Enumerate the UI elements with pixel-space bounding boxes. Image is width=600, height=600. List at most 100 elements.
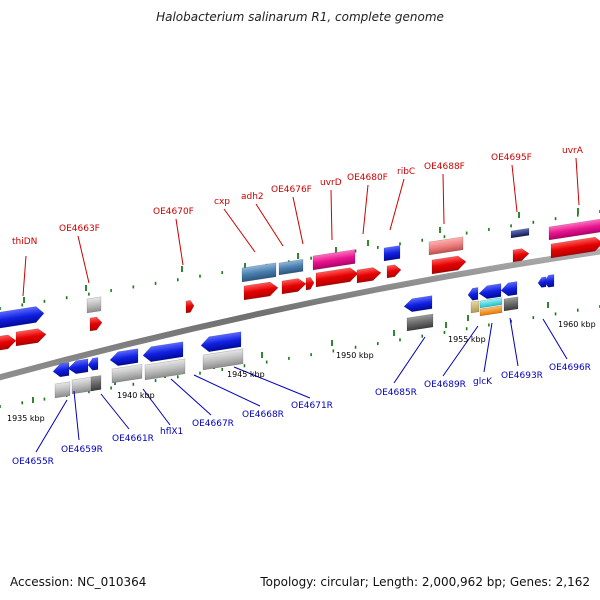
gene-arrow: [243, 281, 279, 301]
gene-arrow: [67, 358, 89, 375]
label-leader-line: [511, 164, 518, 213]
gene-label-oe4676f: OE4676F: [271, 185, 312, 195]
gene-arrow: [144, 358, 186, 381]
gene-arrow: [312, 249, 356, 271]
gene-arrow: [278, 258, 304, 276]
gene-arrow: [200, 331, 242, 353]
gene-arrow: [478, 283, 502, 300]
genome-backbone: [0, 248, 600, 381]
scale-label: 1940 kbp: [117, 391, 155, 400]
gene-arrow: [52, 362, 70, 378]
gene-arrow: [356, 267, 382, 284]
label-leader-line: [575, 157, 580, 206]
gene-arrow: [386, 264, 402, 279]
label-leader-line: [35, 399, 68, 453]
gene-label-thidn: thiDN: [12, 237, 37, 247]
gene-label-oe4688f: OE4688F: [424, 162, 465, 172]
gene-label-oe4696r: OE4696R: [549, 363, 591, 373]
genome-summary: Topology: circular; Length: 2,000,962 bp…: [260, 575, 590, 589]
gene-label-oe4663f: OE4663F: [59, 224, 100, 234]
gene-label-oe4670f: OE4670F: [153, 207, 194, 217]
scale-label: 1935 kbp: [7, 414, 45, 423]
gene-arrow: [503, 296, 519, 312]
label-leader-line: [233, 366, 311, 399]
label-leader-line: [22, 255, 27, 297]
gene-arrow: [86, 296, 102, 314]
gene-arrow: [479, 297, 503, 309]
scale-label: 1950 kbp: [336, 351, 374, 360]
gene-label-oe4695f: OE4695F: [491, 153, 532, 163]
gene-arrow: [537, 276, 547, 288]
gene-label-glck: glcK: [473, 377, 493, 387]
label-leader-line: [142, 388, 171, 426]
gene-arrow: [15, 328, 47, 347]
gene-arrow: [550, 236, 600, 259]
label-leader-line: [442, 325, 479, 377]
label-leader-line: [100, 393, 130, 430]
gene-label-oe4667r: OE4667R: [192, 419, 234, 429]
label-leader-line: [170, 378, 212, 416]
gene-arrow: [500, 281, 518, 297]
gene-arrow: [406, 313, 434, 332]
label-leader-line: [73, 390, 80, 441]
gene-arrow: [0, 306, 45, 330]
gene-label-oe4689r: OE4689R: [424, 380, 466, 390]
gene-label-oe4668r: OE4668R: [242, 410, 284, 420]
gene-arrow: [510, 227, 530, 239]
gene-label-oe4685r: OE4685R: [375, 388, 417, 398]
gene-label-uvrd: uvrD: [320, 178, 342, 188]
gene-arrow: [479, 305, 503, 317]
gene-arrow: [54, 381, 71, 399]
label-leader-line: [77, 235, 90, 284]
gene-arrow: [428, 236, 464, 256]
label-leader-line: [389, 178, 405, 231]
label-leader-line: [175, 218, 184, 266]
label-leader-line: [509, 317, 519, 367]
label-leader-line: [255, 203, 284, 247]
gene-label-oe4671r: OE4671R: [291, 401, 333, 411]
label-leader-line: [393, 336, 426, 384]
label-leader-line: [362, 184, 369, 235]
gene-arrow: [109, 348, 139, 367]
gene-arrow: [185, 300, 195, 314]
gene-arrow: [383, 245, 401, 262]
gene-arrow: [305, 277, 315, 291]
gene-arrow: [142, 341, 184, 363]
scale-label: 1955 kbp: [448, 335, 486, 344]
gene-arrow: [111, 364, 143, 384]
gene-arrow: [71, 376, 95, 395]
gene-label-oe4693r: OE4693R: [501, 371, 543, 381]
gene-arrow: [548, 218, 600, 241]
label-leader-line: [483, 322, 493, 373]
accession-label: Accession: NC_010364: [10, 575, 147, 589]
gene-label-ribc: ribC: [397, 167, 415, 177]
gene-label-uvra: uvrA: [562, 146, 584, 156]
scale-label: 1960 kbp: [558, 320, 596, 329]
gene-arrow: [202, 348, 244, 371]
gene-arrow: [470, 300, 480, 314]
label-leaders: [22, 157, 580, 453]
gene-arrow: [87, 357, 99, 371]
gene-arrow: [0, 334, 17, 352]
gene-arrow: [90, 375, 102, 392]
gene-label-oe4661r: OE4661R: [112, 434, 154, 444]
gene-label-cxp: cxp: [214, 197, 230, 207]
label-leader-line: [542, 318, 568, 360]
gene-arrow: [431, 255, 467, 275]
gene-label-oe4680f: OE4680F: [347, 173, 388, 183]
gene-label-oe4655r: OE4655R: [12, 457, 54, 467]
gene-arrow: [467, 287, 479, 301]
gene-label-adh2: adh2: [241, 192, 264, 202]
label-leader-line: [193, 374, 261, 407]
gene-arrow: [241, 262, 277, 283]
gene-arrow: [315, 267, 359, 288]
label-leader-line: [223, 208, 256, 253]
label-leader-line: [442, 173, 445, 225]
gene-arrow: [281, 278, 307, 295]
scale-label: 1945 kbp: [227, 370, 265, 379]
gene-arrow: [89, 316, 103, 332]
gene-features: [0, 218, 600, 399]
gene-arrow: [403, 295, 433, 313]
